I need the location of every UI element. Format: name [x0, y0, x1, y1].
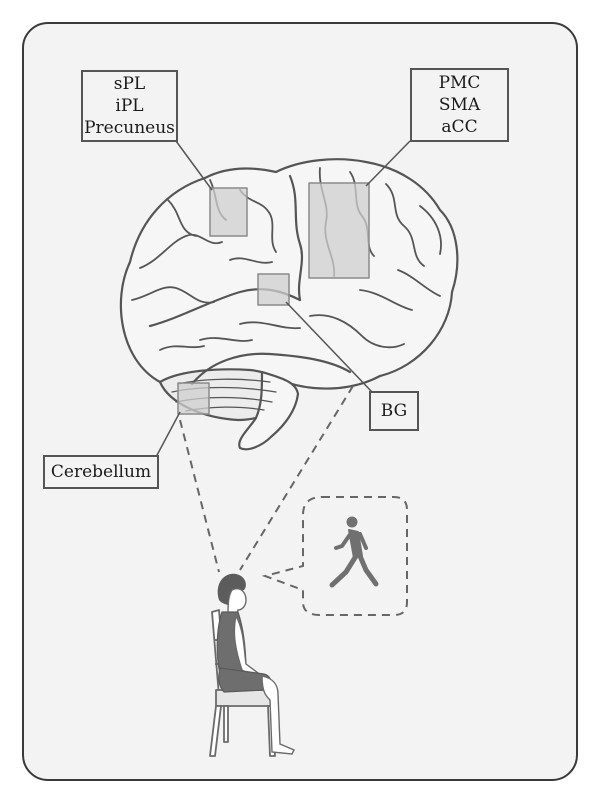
label-ipl: iPL [115, 96, 144, 116]
label-sma: SMA [438, 95, 481, 115]
label-bg: BG [380, 401, 408, 421]
label-box-parietal: sPL iPL Precuneus [81, 70, 178, 142]
legs-shape [261, 675, 295, 755]
temporal-lobe-line [190, 352, 352, 386]
label-cerebellum: Cerebellum [50, 462, 152, 482]
leader-motor [365, 140, 411, 187]
view-cone [179, 385, 354, 573]
label-box-basal-ganglia: BG [369, 391, 419, 431]
diagram-frame [22, 22, 578, 781]
label-box-motor: PMC SMA aCC [410, 68, 509, 142]
label-pmc: PMC [438, 73, 481, 93]
label-acc: aCC [441, 117, 478, 137]
leader-parietal [175, 140, 213, 191]
brain-illustration [119, 158, 459, 451]
region-parietal [209, 187, 248, 237]
view-cone-right [239, 385, 354, 571]
region-basal-ganglia [257, 273, 290, 306]
view-cone-left [179, 419, 220, 573]
label-box-cerebellum: Cerebellum [43, 455, 159, 489]
label-spl: sPL [113, 74, 146, 94]
thought-bubble [261, 496, 408, 616]
brainstem-shape [238, 370, 300, 451]
region-motor [308, 182, 370, 279]
central-sulcus [288, 174, 304, 302]
leader-cerebellum [155, 411, 181, 458]
face-shape [227, 588, 247, 617]
region-cerebellum [177, 382, 210, 415]
label-precuneus: Precuneus [84, 118, 175, 138]
walking-person-icon [329, 516, 379, 588]
seated-person-icon [209, 573, 295, 757]
leader-bg [285, 301, 373, 393]
cerebellum-folia [171, 378, 277, 412]
leader-lines [155, 140, 411, 458]
